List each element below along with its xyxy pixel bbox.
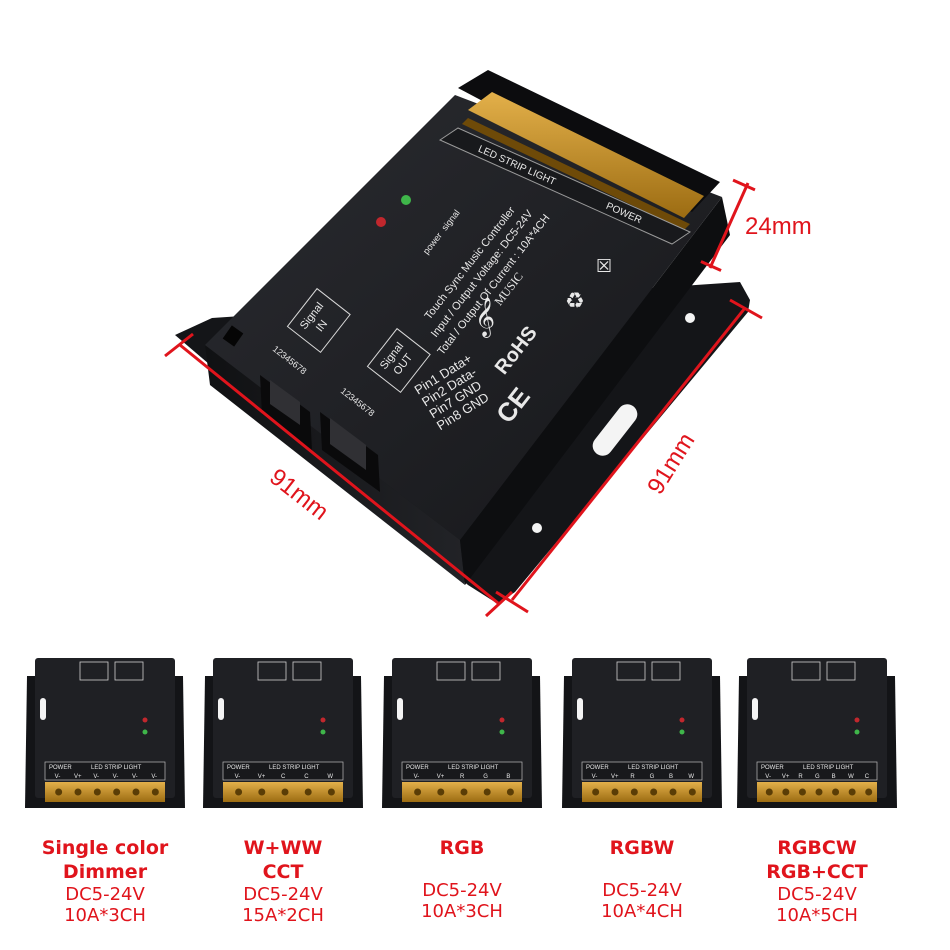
variant-led-strip-label: LED STRIP LIGHT bbox=[448, 765, 499, 771]
variant-voltage: DC5-24V bbox=[422, 880, 502, 901]
variant-title: RGBW bbox=[609, 837, 675, 859]
terminal-block bbox=[458, 70, 720, 230]
variant-terminal-label: G bbox=[650, 774, 655, 780]
variant-device: POWER LED STRIP LIGHT V- V+ R G B W bbox=[562, 658, 722, 808]
variant-power-label: POWER bbox=[586, 765, 609, 771]
variant-device: POWER LED STRIP LIGHT V- V+ V- V- V- V- bbox=[25, 658, 185, 808]
variant-terminal-label: R bbox=[630, 774, 635, 780]
variant-current: 10A*5CH bbox=[776, 905, 858, 926]
dim-width-line bbox=[179, 343, 499, 605]
variant-terminal-label: W bbox=[848, 774, 854, 780]
variant-led-strip-label: LED STRIP LIGHT bbox=[628, 765, 679, 771]
variant-led-strip-label: LED STRIP LIGHT bbox=[91, 765, 142, 771]
variant-current: 15A*2CH bbox=[242, 905, 324, 926]
port-signal-in bbox=[260, 375, 312, 450]
variant-terminal-label: R bbox=[460, 774, 465, 780]
variant-terminal-label: V- bbox=[765, 774, 771, 780]
variant-terminal-label: C bbox=[281, 774, 286, 780]
variant-terminal-label: V- bbox=[132, 774, 138, 780]
variant-terminal-label: R bbox=[798, 774, 803, 780]
variant-thumbnails: POWER LED STRIP LIGHT V- V+ V- V- V- V- POWER LED… bbox=[25, 658, 897, 808]
weee-bin-icon: ☒ bbox=[596, 256, 612, 277]
variant-title: Dimmer bbox=[62, 861, 148, 883]
variant-led-strip-label: LED STRIP LIGHT bbox=[803, 765, 854, 771]
variant-power-label: POWER bbox=[227, 765, 250, 771]
variant-terminal-label: V- bbox=[93, 774, 99, 780]
variant-terminal-label: V- bbox=[592, 774, 598, 780]
variant-voltage: DC5-24V bbox=[777, 884, 857, 905]
variant-terminal-label: W bbox=[688, 774, 694, 780]
variant-terminal-label: V+ bbox=[258, 774, 266, 780]
variant-terminal-label: V- bbox=[235, 774, 241, 780]
variant-terminal-label: V+ bbox=[74, 774, 82, 780]
variant-terminal-label: W bbox=[327, 774, 333, 780]
variant-terminal-label: C bbox=[304, 774, 309, 780]
variant-voltage: DC5-24V bbox=[65, 884, 145, 905]
variant-current: 10A*3CH bbox=[64, 905, 146, 926]
variant-terminal-label: V- bbox=[414, 774, 420, 780]
variant-device: POWER LED STRIP LIGHT V- V+ C C W bbox=[203, 658, 363, 808]
variant-terminal-label: B bbox=[506, 774, 510, 780]
terminal-labels-strip bbox=[438, 127, 692, 245]
variant-device: POWER LED STRIP LIGHT V- V+ R G B bbox=[382, 658, 542, 808]
side-switch bbox=[222, 325, 244, 347]
mounting-slot bbox=[592, 404, 638, 456]
variant-power-label: POWER bbox=[49, 765, 72, 771]
device-right-face bbox=[460, 197, 730, 585]
variant-current: 10A*3CH bbox=[421, 901, 503, 922]
variant-terminal-label: V- bbox=[151, 774, 157, 780]
dim-height-line bbox=[708, 182, 750, 269]
variant-terminal-label: B bbox=[832, 774, 836, 780]
recycle-icon: ♻ bbox=[565, 289, 585, 314]
main-device: power signal Touch Sync Music Controller… bbox=[175, 70, 750, 604]
variant-led-strip-label: LED STRIP LIGHT bbox=[269, 765, 320, 771]
variant-title: RGB bbox=[439, 837, 485, 859]
variant-terminal-label: G bbox=[483, 774, 488, 780]
dim-height-label: 24mm bbox=[745, 213, 812, 240]
dim-depth-line bbox=[510, 307, 747, 601]
dim-depth-label: 91mm bbox=[642, 428, 700, 499]
variant-terminal-label: V+ bbox=[782, 774, 790, 780]
variant-voltage: DC5-24V bbox=[602, 880, 682, 901]
variant-title: RGBCW bbox=[777, 837, 857, 859]
music-note-icon: 𝄞 bbox=[475, 297, 495, 338]
variant-power-label: POWER bbox=[406, 765, 429, 771]
mounting-screw-hole bbox=[685, 313, 695, 323]
variant-terminal-label: C bbox=[865, 774, 870, 780]
variant-terminal-label: B bbox=[669, 774, 673, 780]
variant-terminal-label: V+ bbox=[437, 774, 445, 780]
variant-voltage: DC5-24V bbox=[243, 884, 323, 905]
variant-terminal-label: V- bbox=[55, 774, 61, 780]
variant-terminal-label: V+ bbox=[611, 774, 619, 780]
mounting-screw-hole bbox=[532, 523, 542, 533]
variant-terminal-label: G bbox=[815, 774, 820, 780]
variant-title: W+WW bbox=[243, 837, 323, 859]
variant-title: RGB+CCT bbox=[766, 861, 868, 883]
variant-device: POWER LED STRIP LIGHT V- V+ R G B W C bbox=[737, 658, 897, 808]
variant-current: 10A*4CH bbox=[601, 901, 683, 922]
signal-led bbox=[401, 195, 411, 205]
port-signal-out bbox=[320, 412, 380, 492]
power-led bbox=[376, 217, 386, 227]
variant-title: Single color bbox=[41, 837, 169, 859]
variant-title: CCT bbox=[262, 861, 304, 883]
variant-terminal-label: V- bbox=[113, 774, 119, 780]
variant-power-label: POWER bbox=[761, 765, 784, 771]
